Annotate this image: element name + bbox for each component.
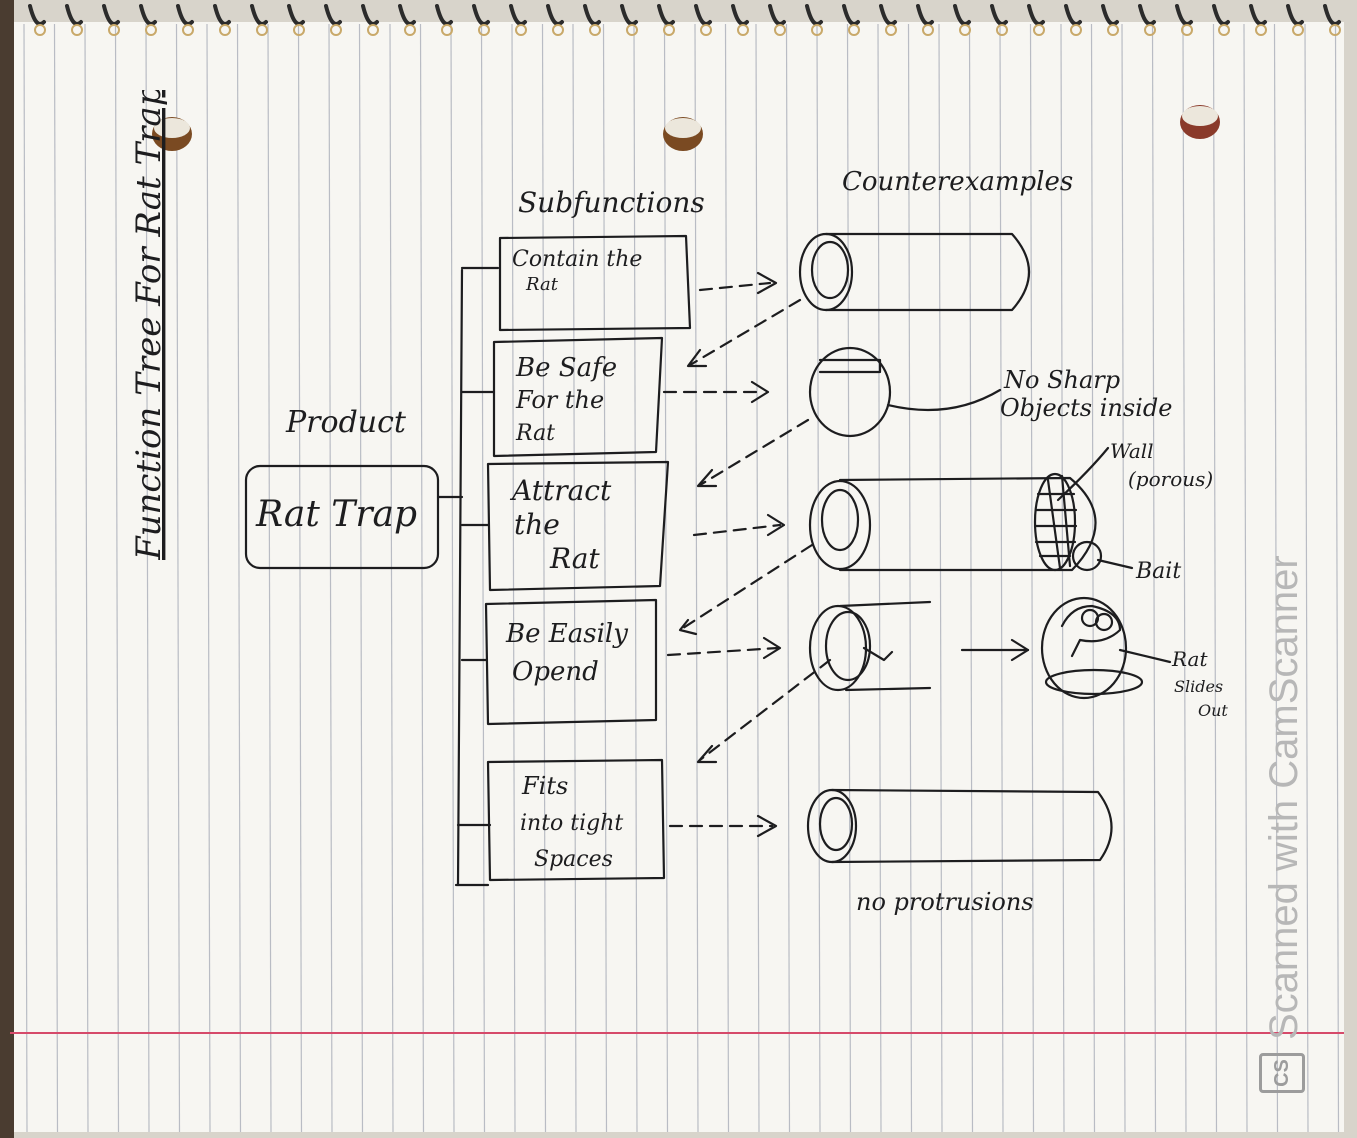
subfunction-1-line2: Rat: [525, 274, 559, 295]
subfunction-3-line3: Rat: [549, 542, 600, 575]
product-box-label: Rat Trap: [255, 494, 417, 535]
subfunction-3-line1: Attract: [509, 474, 612, 507]
function-tree-title-container: Function Tree For Rat Trap: [118, 90, 178, 560]
note-porous: (porous): [1128, 467, 1213, 491]
note-wall: Wall: [1110, 439, 1154, 463]
function-tree-title: Function Tree For Rat Trap: [129, 90, 169, 560]
counterexamples-header: Counterexamples: [842, 167, 1073, 197]
note-bait: Bait: [1135, 559, 1181, 584]
product-header: Product: [285, 405, 407, 440]
note-no-protrusions: no protrusions: [856, 888, 1034, 916]
notebook-edge: [0, 0, 14, 1138]
note-out: Out: [1198, 701, 1228, 720]
note-rat: Rat: [1171, 647, 1208, 671]
camscanner-logo: CS: [1259, 1053, 1305, 1093]
subfunction-5-line3: Spaces: [534, 847, 613, 872]
subfunction-2-line1: Be Safe: [515, 353, 617, 383]
subfunction-4-line1: Be Easily: [505, 619, 628, 649]
note-no-sharp-2: Objects inside: [1000, 394, 1172, 422]
subfunction-2-line2: For the: [515, 386, 604, 414]
subfunction-1-line1: Contain the: [512, 247, 642, 272]
subfunction-5-line2: into tight: [520, 811, 623, 836]
subfunction-4-line2: Opend: [512, 657, 599, 687]
subfunction-2-line3: Rat: [515, 421, 555, 446]
subfunction-3-line2: the: [514, 508, 560, 541]
camscanner-watermark: Scanned with CamScanner: [1262, 555, 1307, 1040]
subfunctions-header: Subfunctions: [518, 186, 705, 219]
note-no-sharp-1: No Sharp: [1003, 366, 1120, 394]
subfunction-5-line1: Fits: [521, 772, 568, 800]
note-slides: Slides: [1174, 677, 1223, 696]
